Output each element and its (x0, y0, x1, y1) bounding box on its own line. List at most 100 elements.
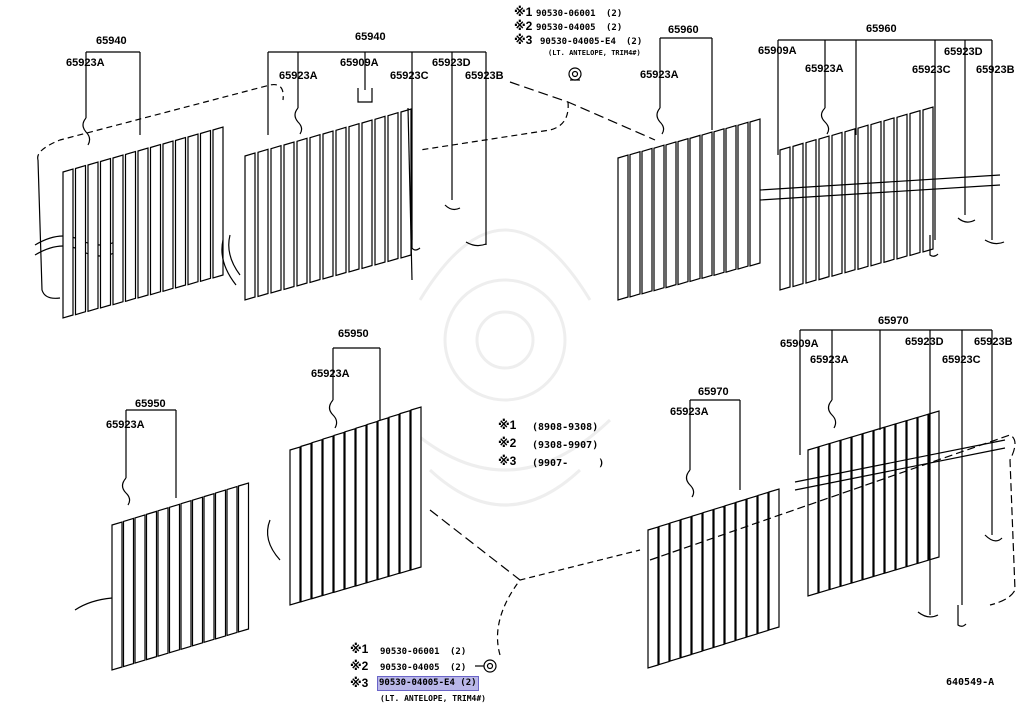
highlighted-part-number[interactable]: 90530-04005-E4 (2) (377, 676, 479, 691)
blind-slat (906, 416, 918, 568)
blind-slat (689, 134, 701, 283)
blind-slat (928, 410, 940, 561)
blind-slat (333, 431, 345, 594)
part-label-65940[interactable]: 65940 (355, 31, 386, 43)
part-number-90530-04005-E4[interactable]: 90530-04005-E4 (540, 37, 616, 47)
footnote-mark: ※1 (514, 5, 533, 19)
blind-slat (909, 109, 921, 257)
blind-slat (157, 507, 169, 657)
part-label-65923B[interactable]: 65923B (976, 64, 1015, 76)
date-range: (9907- ) (532, 458, 605, 469)
part-label-65923D[interactable]: 65923D (905, 336, 944, 348)
blind-slat (214, 489, 227, 640)
part-label-65923A[interactable]: 65923A (640, 69, 679, 81)
blind-slat (322, 130, 334, 280)
part-label-65923A[interactable]: 65923A (810, 354, 849, 366)
blind-slat (355, 424, 367, 587)
blind-slat (917, 413, 929, 565)
blind-slat (199, 129, 212, 283)
blind-slat (807, 446, 819, 597)
part-label-65923A[interactable]: 65923A (311, 368, 350, 380)
part-label-65923B[interactable]: 65923B (974, 336, 1013, 348)
blind-slat (677, 137, 689, 286)
part-label-65960[interactable]: 65960 (866, 23, 897, 35)
quantity: (2) (450, 647, 467, 657)
blind-slat (226, 485, 238, 637)
diagram-code: 640549-A (946, 677, 995, 688)
blind-slat (388, 413, 400, 578)
leader-lines-g6 (267, 347, 521, 581)
blind-slat (647, 526, 659, 669)
blind-slats (289, 406, 422, 606)
part-label-65923C[interactable]: 65923C (942, 354, 981, 366)
part-label-65960[interactable]: 65960 (668, 24, 699, 36)
part-label-65909A[interactable]: 65909A (340, 57, 379, 69)
blind-slat (792, 142, 804, 288)
part-number-90530-06001[interactable]: 90530-06001 (536, 9, 596, 19)
part-label-65923B[interactable]: 65923B (465, 70, 504, 82)
blind-slat (191, 496, 204, 647)
quantity: (2) (606, 23, 623, 33)
blind-slat (851, 433, 863, 584)
blind-slat (212, 126, 224, 279)
part-label-65923D[interactable]: 65923D (432, 57, 471, 69)
blind-slat (725, 124, 737, 273)
part-label-65970[interactable]: 65970 (698, 386, 729, 398)
blind-slat (203, 492, 215, 644)
blind-slat (309, 133, 321, 284)
blind-slat (348, 122, 360, 273)
part-label-65950[interactable]: 65950 (135, 398, 166, 410)
leader-lines-g1 (82, 51, 141, 146)
part-number-90530-04005[interactable]: 90530-04005 (536, 23, 596, 33)
part-label-65923D[interactable]: 65923D (944, 46, 983, 58)
part-label-65923A[interactable]: 65923A (670, 406, 709, 418)
part-number-90530-06001[interactable]: 90530-06001 (380, 647, 440, 657)
blind-slat (366, 420, 378, 584)
blind-assembly-65940-right (221, 234, 241, 286)
part-label-65923C[interactable]: 65923C (912, 64, 951, 76)
blind-slat (658, 522, 670, 666)
blind-slat (162, 140, 174, 293)
blind-slat (641, 147, 653, 295)
leader-lines-g4 (759, 39, 1005, 257)
trim-note: (LT. ANTELOPE, TRIM4#) (548, 49, 641, 57)
blind-slat (111, 521, 123, 671)
blind-slat (831, 131, 843, 277)
blind-slat (895, 420, 907, 571)
blind-slat (724, 502, 736, 645)
part-number-90530-04005[interactable]: 90530-04005 (380, 663, 440, 673)
part-label-65923A[interactable]: 65923A (106, 419, 145, 431)
blind-slat (149, 143, 162, 296)
blind-slat (180, 499, 192, 651)
part-label-65909A[interactable]: 65909A (780, 338, 819, 350)
blind-slat (237, 482, 250, 633)
blind-slat (270, 144, 282, 294)
blind-slats (244, 108, 412, 301)
trim-note: (LT. ANTELOPE, TRIM4#) (380, 694, 486, 703)
blind-slat (300, 442, 312, 603)
leader-lines-g8 (649, 329, 1016, 627)
watermark-emblem (398, 228, 612, 507)
part-label-65970[interactable]: 65970 (878, 315, 909, 327)
part-label-65940[interactable]: 65940 (96, 35, 127, 47)
part-label-65950[interactable]: 65950 (338, 328, 369, 340)
blind-slats (62, 126, 224, 319)
part-label-65923C[interactable]: 65923C (390, 70, 429, 82)
part-label-65923A[interactable]: 65923A (279, 70, 318, 82)
quantity: (2) (450, 663, 467, 673)
blind-slat (145, 510, 158, 661)
blind-slat (713, 505, 725, 649)
part-label-65909A[interactable]: 65909A (758, 45, 797, 57)
blind-slat (74, 164, 87, 316)
blind-slat (124, 150, 137, 303)
blind-slat (137, 147, 149, 299)
blind-slat (335, 126, 347, 277)
blind-slat (746, 495, 758, 638)
clip-90530-bottom (475, 549, 641, 673)
leader-lines-g2 (267, 51, 487, 281)
blind-slat (701, 131, 713, 280)
part-number-90530-04005-E4[interactable]: 90530-04005-E4 (379, 678, 455, 688)
part-label-65923A[interactable]: 65923A (66, 57, 105, 69)
part-label-65923A[interactable]: 65923A (805, 63, 844, 75)
